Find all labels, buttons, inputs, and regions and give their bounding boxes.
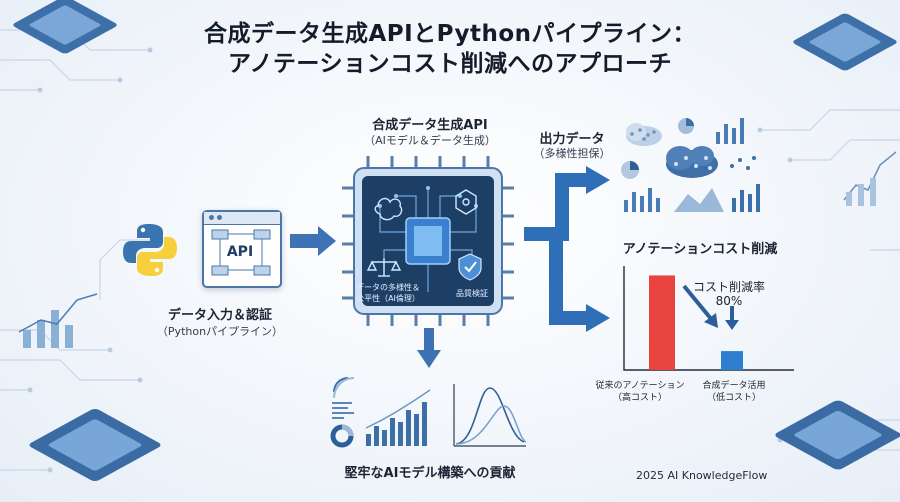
cost-title: アノテーションコスト削減 — [622, 242, 778, 257]
output-data-icons — [621, 118, 760, 212]
decor-chip-icon — [13, 0, 117, 54]
bar-chart-icon — [624, 188, 660, 212]
flow-boxes-icon — [211, 229, 271, 276]
window-titlebar — [204, 212, 280, 225]
cost-rate-value: 80% — [715, 294, 743, 308]
arrow-right-icon — [586, 166, 610, 194]
cost-rate-label: コスト削減率 — [692, 280, 765, 294]
decor-chip-icon — [29, 409, 161, 481]
api-window: API — [202, 210, 282, 288]
bar-lines-icon — [332, 402, 354, 419]
window-dot-icon — [217, 215, 222, 220]
shield-check-icon — [458, 253, 482, 281]
scatter-icon — [730, 156, 756, 170]
radial-chart-icon — [333, 377, 355, 399]
bar-chart-icon — [716, 118, 744, 144]
pie-chart-icon — [621, 161, 639, 179]
cloud-icon — [666, 146, 718, 178]
window-dot-icon — [209, 215, 214, 220]
cost-bar — [649, 275, 675, 370]
cost-bar — [721, 351, 743, 370]
scale-icon — [366, 258, 402, 277]
brain-icon — [374, 197, 403, 221]
decor-chip-icon — [793, 13, 897, 71]
arrowhead-icon — [704, 313, 718, 328]
footer-credit: 2025 AI KnowledgeFlow — [636, 469, 768, 482]
bar-chart-icon — [732, 184, 760, 212]
python-logo-icon — [123, 224, 177, 276]
fairness-label: データの多様性＆ 公平性（AI倫理） — [356, 283, 420, 303]
cloud-icon — [626, 123, 662, 146]
reduction-arrow-icon — [682, 284, 714, 322]
distribution-chart-icon — [453, 384, 527, 447]
area-chart-icon — [674, 188, 724, 212]
decor-bar-chart-icon — [18, 293, 98, 348]
network-icon — [455, 189, 477, 215]
bar-chart-icon — [366, 402, 427, 446]
donut-chart-icon — [330, 424, 354, 448]
bar-category-label: 合成データ活用 （低コスト） — [702, 381, 766, 403]
output-sublabel: （多様性担保） — [533, 147, 611, 160]
arrow-down-icon — [417, 350, 441, 368]
pie-chart-icon — [678, 118, 694, 134]
arrow-right-icon — [586, 304, 610, 332]
input-label: データ入力＆認証 — [167, 308, 272, 323]
api-window-label: API — [226, 244, 254, 260]
quality-label: 品質検証 — [456, 289, 488, 298]
bar-category-label: 従来のアノテーション （高コスト） — [595, 381, 685, 403]
api-chip-graphic — [342, 156, 514, 326]
output-label: 出力データ — [539, 132, 605, 147]
api-label: 合成データ生成API — [372, 118, 488, 133]
cost-bar-chart — [623, 266, 794, 371]
robust-label: 堅牢なAIモデル構築への貢献 — [344, 466, 516, 481]
page-subtitle: アノテーションコスト削減へのアプローチ — [228, 51, 672, 77]
arrowhead-icon — [725, 320, 739, 330]
api-sublabel: （AIモデル＆データ生成） — [364, 134, 496, 147]
decor-line-chart-icon — [843, 151, 897, 206]
arrow-right-icon — [290, 226, 336, 256]
robust-model-icons — [330, 377, 527, 448]
page-title: 合成データ生成APIとPythonパイプライン： — [203, 21, 697, 47]
input-sublabel: （Pythonパイプライン） — [156, 325, 284, 338]
decor-chip-icon — [775, 400, 900, 470]
